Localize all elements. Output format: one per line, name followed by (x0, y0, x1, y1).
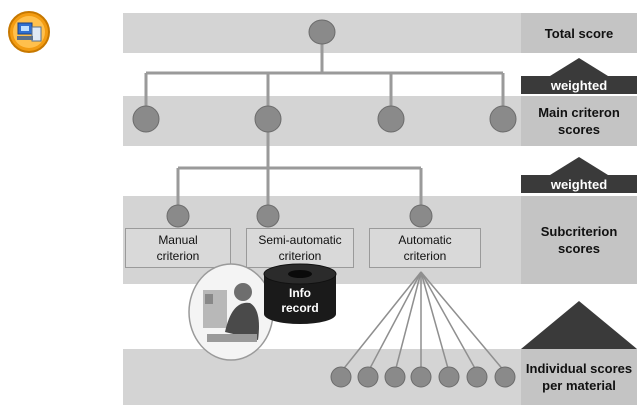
individual-score-node (330, 366, 352, 388)
info-record-cylinder (263, 263, 337, 324)
subcriterion-label: Subcriterion scores (521, 196, 637, 284)
automatic-criterion-box: Automatic criterion (369, 228, 481, 268)
individual-score-node (384, 366, 406, 388)
subcriterion-node (409, 204, 433, 228)
total-score-label: Total score (521, 13, 637, 53)
individual-score-node (357, 366, 379, 388)
person-at-desk-photo (188, 263, 274, 361)
weighted-label-upper: weighted (521, 76, 637, 94)
tree-connectors (144, 44, 505, 208)
individual-score-node (494, 366, 516, 388)
individual-score-node (410, 366, 432, 388)
subcriterion-node (166, 204, 190, 228)
individual-score-node (438, 366, 460, 388)
total-score-node (308, 19, 336, 45)
individual-score-nodes (330, 366, 516, 388)
info-record-label: Info record (281, 286, 319, 315)
individual-triangle (521, 301, 637, 349)
individual-label: Individual scores per material (521, 349, 637, 405)
weighted-label-lower: weighted (521, 175, 637, 193)
semi-automatic-criterion-box: Semi-automatic criterion (246, 228, 354, 268)
main-criterion-node (489, 105, 517, 133)
individual-score-node (466, 366, 488, 388)
computer-monitor-icon[interactable] (7, 10, 51, 54)
main-criterion-node (132, 105, 160, 133)
manual-criterion-box: Manual criterion (125, 228, 231, 268)
automatic-fan-lines (340, 271, 506, 373)
main-criterion-node (377, 105, 405, 133)
subcriterion-node (256, 204, 280, 228)
main-criterion-label: Main criteron scores (521, 96, 637, 146)
main-criterion-node (254, 105, 282, 133)
